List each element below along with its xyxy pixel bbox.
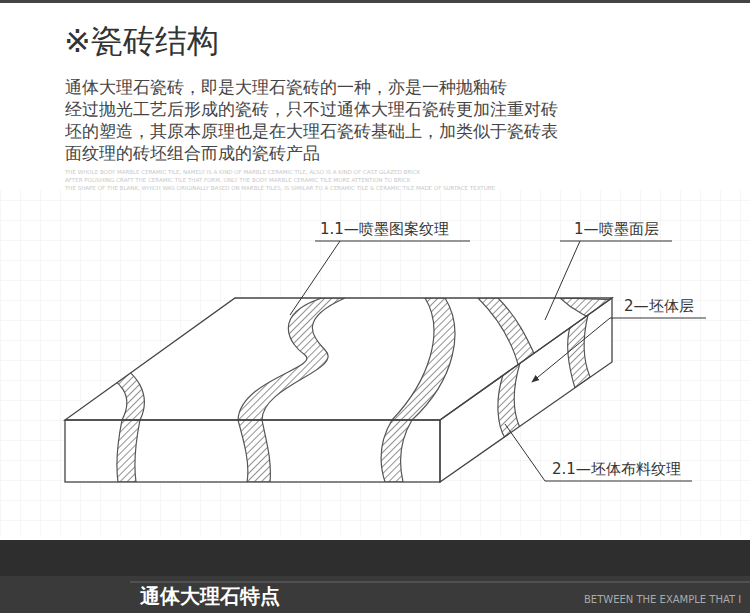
- body-texture-bands: [117, 420, 412, 482]
- side-texture-bands: [498, 315, 590, 438]
- page-title: ※瓷砖结构: [64, 22, 219, 60]
- section-subtitle: BETWEEN THE EXAMPLE THAT I: [584, 594, 741, 606]
- tile-front-face: [65, 420, 440, 482]
- tile-outline: [65, 298, 612, 482]
- watermark-text: THE SHAPE OF THE BLANK, WHICH WAS ORIGIN…: [65, 185, 495, 192]
- leader-lines: [290, 241, 706, 481]
- footer-band: [0, 540, 750, 613]
- part-label: 1—喷墨面层: [574, 220, 659, 238]
- footer-rule: [130, 582, 750, 583]
- top-bar: [0, 0, 750, 3]
- intro-text: 经过抛光工艺后形成的瓷砖，只不过通体大理石瓷砖更加注重对砖: [65, 100, 558, 120]
- watermark-text: AFTER POLISHING CRAFT THE CERAMIC TILE T…: [65, 177, 410, 184]
- footer-upper: [0, 540, 750, 576]
- intro-text: 面纹理的砖坯组合而成的瓷砖产品: [65, 144, 320, 164]
- part-label: 1.1—喷墨图案纹理: [320, 220, 449, 238]
- intro-text: 坯的塑造，其原本原理也是在大理石瓷砖基础上，加类似于瓷砖表: [65, 122, 558, 142]
- part-label: 2.1—坯体布料纹理: [552, 460, 681, 478]
- section-heading: 通体大理石特点: [140, 584, 280, 608]
- ink-pattern-bands: [98, 298, 620, 420]
- watermark-text: THE WHOLE BODY MARBLE CERAMIC TILE, NAME…: [65, 169, 420, 176]
- intro-text: 通体大理石瓷砖，即是大理石瓷砖的一种，亦是一种抛釉砖: [65, 78, 507, 98]
- grid-ground: [0, 190, 750, 535]
- part-label: 2—坯体层: [624, 297, 694, 315]
- tile-right-face: [440, 298, 612, 482]
